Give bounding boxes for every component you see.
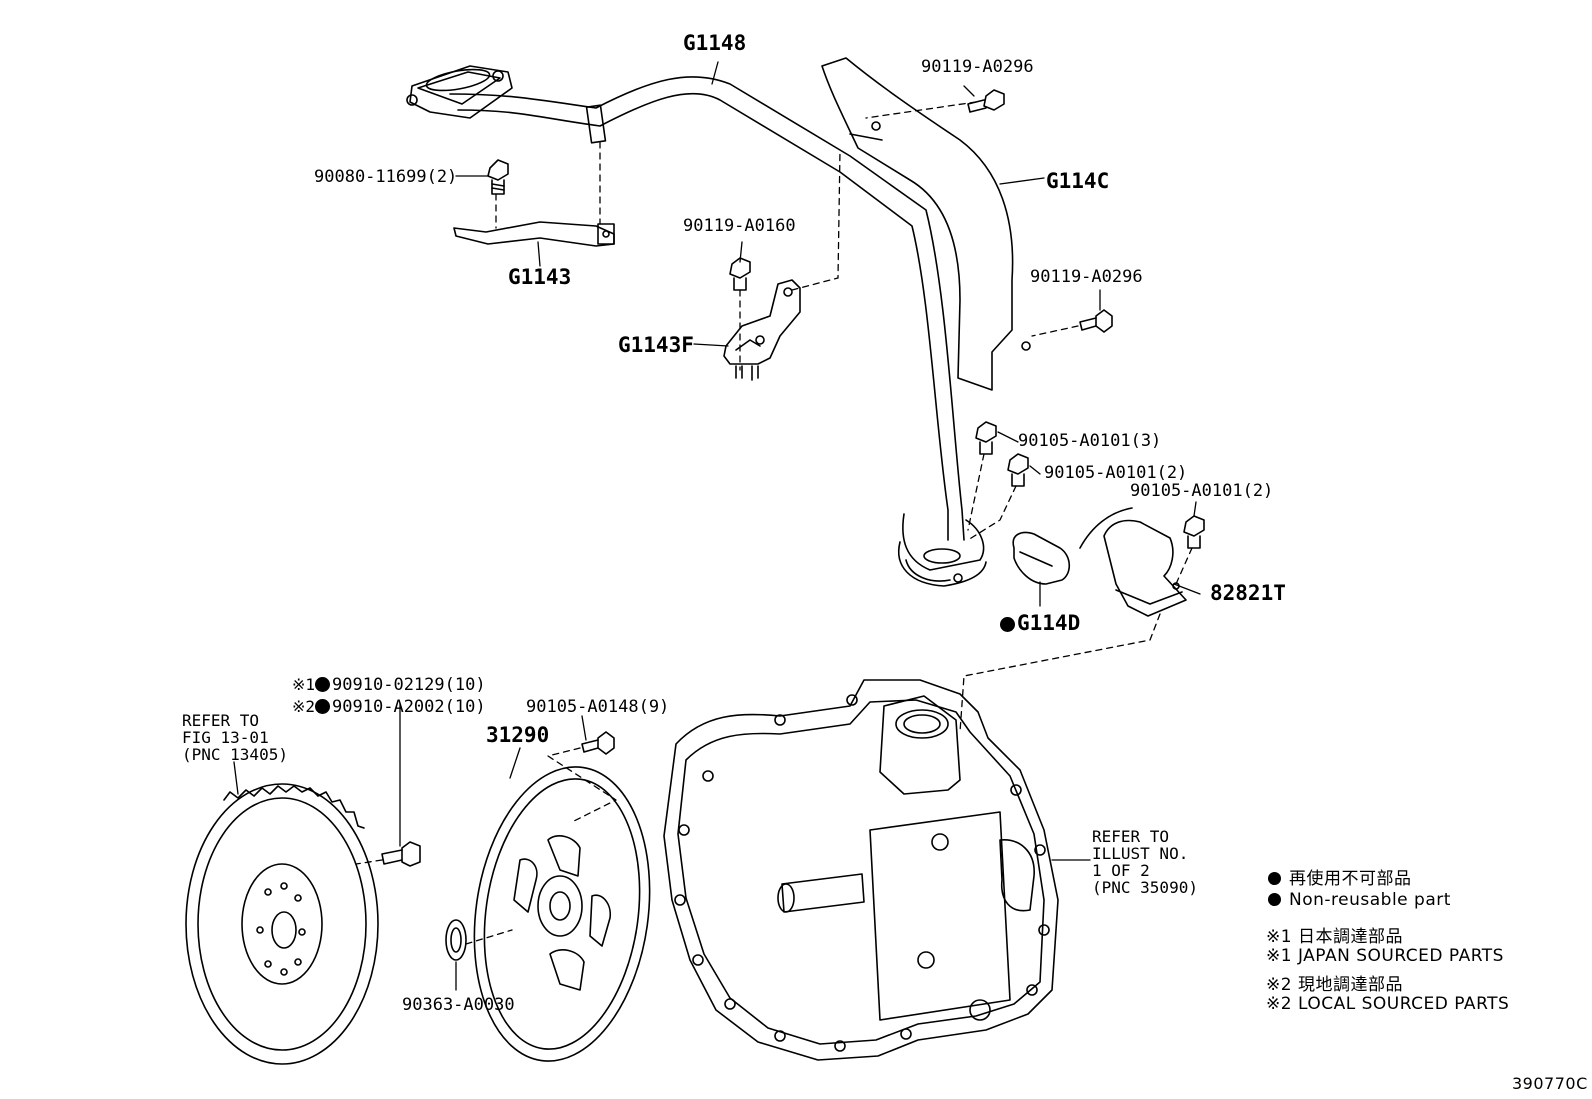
label-g114d: G114D <box>1000 611 1081 635</box>
label-90080-11699: 90080-11699(2) <box>314 167 458 187</box>
label-g1143f: G1143F <box>618 333 694 357</box>
flywheel-drawing <box>185 783 379 1065</box>
label-90105-a0101-3: 90105-A0101(3) <box>1018 431 1162 451</box>
non-reusable-dot-icon <box>1268 872 1281 885</box>
illustration-id: 390770C <box>1512 1074 1588 1093</box>
bearing-drawing <box>445 919 467 961</box>
refer-trans-line-1: REFER TO <box>1092 827 1170 846</box>
legend-local-jp: ※2 現地調達部品 <box>1266 975 1403 995</box>
label-90910-a2002-text: 90910-A2002(10) <box>332 697 486 717</box>
g114d-plug-drawing <box>1012 531 1071 585</box>
refer-trans-line-2: ILLUST NO. <box>1092 844 1189 863</box>
refer-flywheel-line-1: REFER TO <box>182 711 260 730</box>
label-82821t: 82821T <box>1210 581 1286 605</box>
label-g1143: G1143 <box>508 265 572 289</box>
bolt-90105-a0148 <box>581 731 615 755</box>
refer-flywheel-line-3: (PNC 13405) <box>182 745 288 764</box>
non-reusable-dot-icon <box>315 677 331 692</box>
leader-lines <box>233 61 1201 991</box>
g1143f-bracket-drawing <box>723 279 801 381</box>
bolt-90119-a0296-mid <box>1079 309 1113 333</box>
non-reusable-dot-icon <box>1268 893 1281 906</box>
label-90119-a0296-top: 90119-A0296 <box>921 57 1034 77</box>
legend-nonreusable-jp-text: 再使用不可部品 <box>1289 869 1412 889</box>
legend-japan-jp: ※1 日本調達部品 <box>1266 927 1403 947</box>
legend-nonreusable-en: Non-reusable part <box>1268 890 1451 910</box>
label-g114c: G114C <box>1046 169 1110 193</box>
legend-nonreusable-en-text: Non-reusable part <box>1289 890 1451 910</box>
non-reusable-dot-icon <box>315 699 331 714</box>
label-90910-02129: ※1 90910-02129(10) <box>292 675 486 695</box>
bolt-90105-a0101-2b <box>1183 515 1205 549</box>
bolt-90119-a0296-top <box>967 89 1005 113</box>
label-g114d-text: G114D <box>1017 611 1081 635</box>
refer-trans-line-3: 1 OF 2 <box>1092 861 1150 880</box>
refer-flywheel-note: REFER TO FIG 13-01 (PNC 13405) <box>182 712 288 763</box>
g1148-tube-drawing <box>406 65 987 587</box>
bolt-90910 <box>381 841 421 867</box>
refer-transmission-note: REFER TO ILLUST NO. 1 OF 2 (PNC 35090) <box>1092 828 1198 896</box>
label-90105-a0101-2a: 90105-A0101(2) <box>1044 463 1188 483</box>
dashed-alignment-lines <box>355 101 1193 945</box>
refer-flywheel-line-2: FIG 13-01 <box>182 728 269 747</box>
refer-trans-line-4: (PNC 35090) <box>1092 878 1198 897</box>
label-90119-a0296-mid: 90119-A0296 <box>1030 267 1143 287</box>
local-sourced-mark: ※2 <box>292 697 316 716</box>
non-reusable-dot-icon <box>1000 617 1015 632</box>
clutch-disc-drawing <box>473 766 651 1062</box>
g1143-bracket-drawing <box>453 221 615 247</box>
bolt-90080-11699 <box>487 159 509 195</box>
legend-japan-en: ※1 JAPAN SOURCED PARTS <box>1266 946 1504 966</box>
bolt-90105-a0101-3 <box>975 421 997 455</box>
bolt-90105-a0101-2a <box>1007 453 1029 487</box>
label-90105-a0101-2b: 90105-A0101(2) <box>1130 481 1274 501</box>
legend-nonreusable-jp: 再使用不可部品 <box>1268 864 1412 889</box>
label-g1148: G1148 <box>683 31 747 55</box>
legend-local-en: ※2 LOCAL SOURCED PARTS <box>1266 994 1510 1014</box>
label-90363-a0030: 90363-A0030 <box>402 995 515 1015</box>
transmission-drawing <box>663 679 1059 1061</box>
bolt-90119-a0160 <box>729 257 751 291</box>
label-90119-a0160: 90119-A0160 <box>683 216 796 236</box>
japan-sourced-mark: ※1 <box>292 675 316 694</box>
label-31290: 31290 <box>486 723 550 747</box>
label-90910-02129-text: 90910-02129(10) <box>332 675 486 695</box>
g114c-cover-drawing <box>821 57 1031 391</box>
82821t-cover-drawing <box>1079 507 1187 617</box>
label-90105-a0148: 90105-A0148(9) <box>526 697 670 717</box>
label-90910-a2002: ※2 90910-A2002(10) <box>292 697 486 717</box>
